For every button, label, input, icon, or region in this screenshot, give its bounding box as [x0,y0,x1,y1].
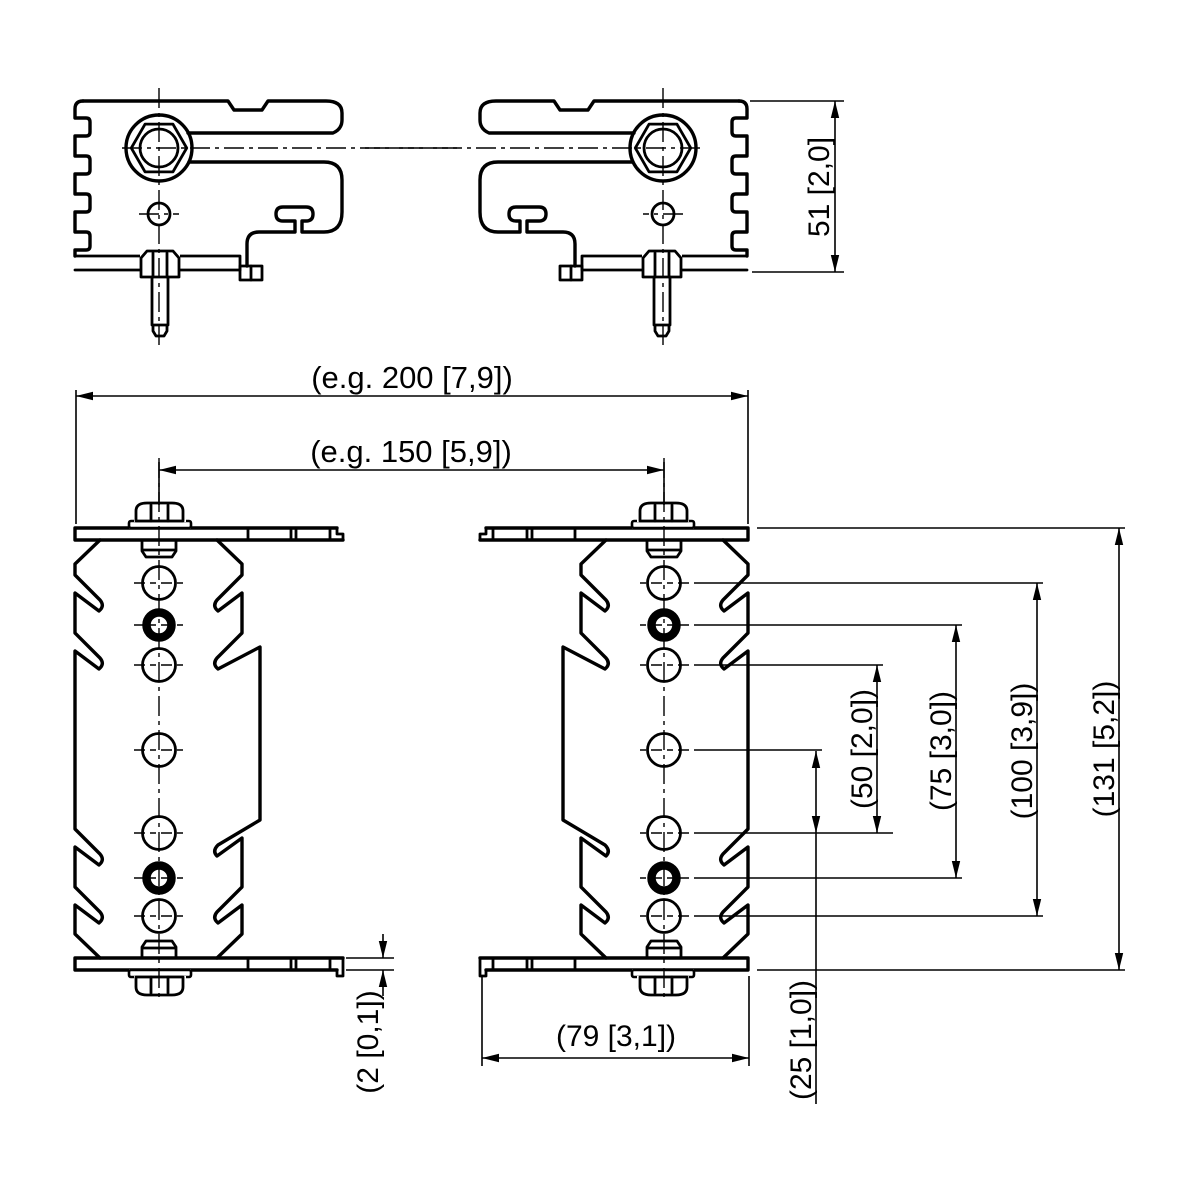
dim-thickness-2: (2 [0,1]) [346,934,394,1094]
front-view-left [75,458,343,1002]
dim-text-100: (100 [3,9]) [1006,683,1039,820]
top-view-left [73,86,460,347]
dim-text-51: 51 [2,0] [803,137,836,237]
front-view-right [480,458,748,1002]
dim-width-79: (79 [3,1]) [481,976,750,1066]
dim-height-131: (131 [5,2]) [1088,528,1124,970]
dim-text-150: (e.g. 150 [5,9]) [310,434,512,469]
dim-text-200: (e.g. 200 [7,9]) [311,360,513,395]
dim-text-75: (75 [3,0]) [925,691,958,811]
dim-spacing-50: (50 [2,0]) [846,665,882,833]
dim-text-50: (50 [2,0]) [846,689,879,809]
dim-spacing-25: (25 [1,0]) [785,751,821,1104]
extension-lines [694,527,1125,971]
dim-height-51: 51 [2,0] [750,100,844,273]
top-view-right [362,86,749,347]
dim-spacing-75: (75 [3,0]) [925,625,961,878]
dim-width-200: (e.g. 200 [7,9]) [75,360,749,524]
dim-width-150: (e.g. 150 [5,9]) [158,434,665,505]
dim-text-79: (79 [3,1]) [556,1020,676,1053]
dim-text-131: (131 [5,2]) [1088,681,1121,818]
dim-text-2: (2 [0,1]) [352,990,385,1093]
dim-spacing-100: (100 [3,9]) [1006,583,1042,916]
dim-text-25: (25 [1,0]) [785,980,818,1100]
